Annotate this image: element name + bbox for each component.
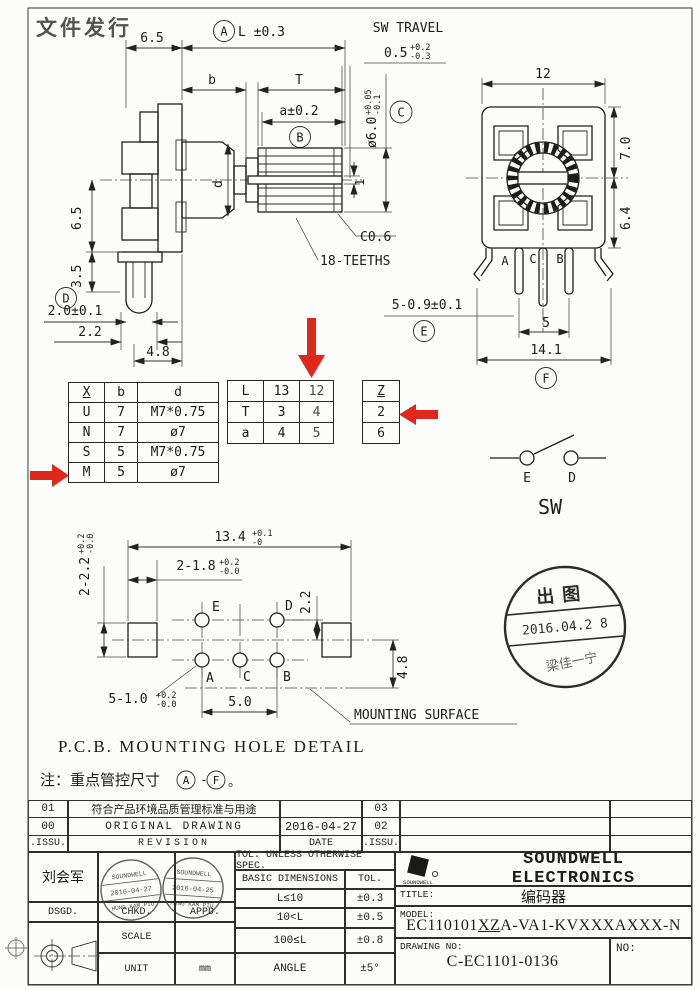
table-cell-revised: 12 [299,380,334,402]
xbd-header-b: b [104,382,138,403]
company-header: S SOUNDWELL SOUNDWELL ELECTRONICS [395,850,692,888]
registered-mark-icon [431,870,438,877]
table-cell-revised: 5 [299,422,334,444]
scale-value [175,922,235,953]
xbd-header-d: d [137,382,219,403]
rev-date2-0 [610,817,692,836]
document-release-stamp: 文件发行 [36,16,132,40]
drawing-no-value: C-EC1101-0136 [446,952,559,970]
table-cell: 5 [104,442,138,463]
rev-text-0: ORIGINAL DRAWING [68,817,280,836]
model-suffix: A-VA1-KVXXXAXXX-N [500,917,681,934]
table-cell: N [68,422,105,443]
company-name: SOUNDWELL ELECTRONICS [511,850,636,888]
table-cell: L [227,380,264,402]
appd-signature-cell [175,852,235,902]
tol-row-value: ±0.8 [345,928,395,953]
drawing-no-label: DRAWING NO: [400,941,463,952]
rev-text-1: 符合产品环境品质管理标准与用途 [68,800,280,818]
tol-label: TOL. [345,870,395,889]
rev-issu2-1: 03 [362,800,400,818]
unit-value: mm [175,953,235,985]
table-cell: 3 [263,401,300,423]
designer-signature: 刘会军 [28,852,98,902]
no-label: NO: [616,943,636,955]
title-label: TITLE: [400,889,435,900]
table-cell: U [68,402,105,423]
z-table: Z 2 6 [362,380,400,444]
rev-text2-0 [400,817,610,836]
table-cell: ø7 [137,462,219,483]
projection-symbol-cell [28,922,98,985]
table-cell: M7*0.75 [137,402,219,423]
basic-dimensions-label: BASIC DIMENSIONS [235,870,345,889]
table-cell: M7*0.75 [137,442,219,463]
drawing-no-row: DRAWING NO: C-EC1101-0136 [395,938,610,985]
soundwell-logo-icon: S SOUNDWELL [403,855,438,885]
model-label: MODEL: [400,909,435,920]
dsgd-label: DSGD. [28,902,98,922]
tol-header: TOL. UNLESS OTHERWISE SPEC. [235,850,395,872]
table-cell-revised: 4 [299,401,334,423]
table-cell: S [68,442,105,463]
appd-label: APPD. [175,902,235,922]
table-cell: ø7 [137,422,219,443]
no-cell: NO: [610,938,692,985]
tol-row-value: ±0.3 [345,889,395,908]
table-cell: 13 [263,380,300,402]
title-row: TITLE: 编码器 [395,886,692,906]
table-cell: 4 [263,422,300,444]
tol-row-range: ANGLE [235,953,345,985]
unit-label: UNIT [98,953,175,985]
model-underlined: XZ [477,917,501,934]
table-cell: 7 [104,422,138,443]
table-cell: T [227,401,264,423]
model-row: MODEL: EC110101XZA-VA1-KVXXXAXXX-N [395,906,692,938]
rev-date2-1 [610,800,692,818]
rev-label-issu: .ISSU. [28,835,68,852]
rev-text2-1 [400,800,610,818]
tol-row-value: ±0.5 [345,908,395,928]
logo-letter: S [414,860,422,875]
rev-issu-0: 00 [28,817,68,836]
table-cell: 6 [362,422,400,444]
chkd-label: CHKD. [98,902,175,922]
tol-row-range: 100≤L [235,928,345,953]
rev-issu2-0: 02 [362,817,400,836]
z-header: Z [362,380,400,402]
rev-date-1 [280,800,362,818]
table-cell: M [68,462,105,483]
scale-label: SCALE [98,922,175,953]
title-value: 编码器 [520,887,566,906]
table-cell: a [227,422,264,444]
rev-issu-1: 01 [28,800,68,818]
table-cell: 2 [362,401,400,423]
chkd-signature-cell [98,852,175,902]
table-cell: 5 [104,462,138,483]
table-cell: 7 [104,402,138,423]
tol-row-range: 10<L [235,908,345,928]
model-value: EC110101XZA-VA1-KVXXXAXXX-N [406,917,681,935]
tol-row-range: L≤10 [235,889,345,908]
tol-row-value: ±5° [345,953,395,985]
logo-wordmark: SOUNDWELL [403,879,433,885]
rev-date-0: 2016-04-27 [280,817,362,836]
xbd-header-x: X [68,382,105,403]
